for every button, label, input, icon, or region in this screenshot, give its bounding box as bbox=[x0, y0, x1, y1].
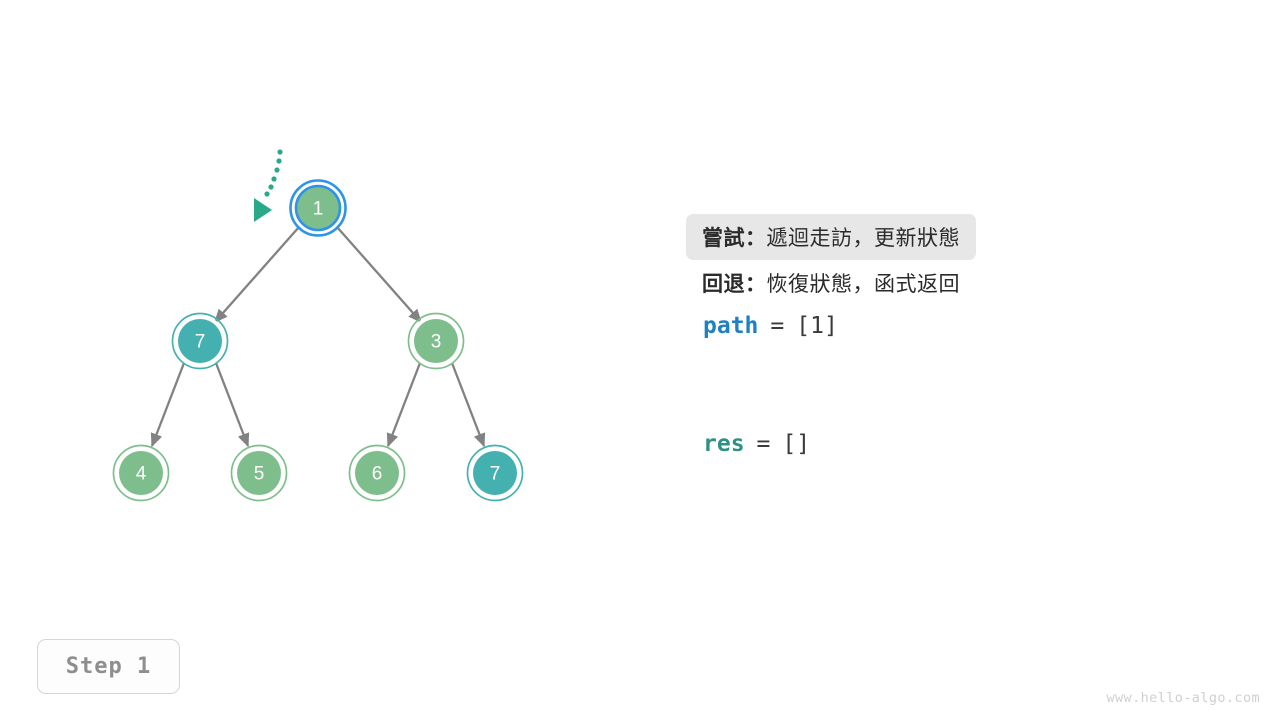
tree-node-2[interactable]: 7 bbox=[171, 312, 229, 370]
tree-node-label: 5 bbox=[254, 464, 265, 485]
hint-label-backtrack: 回退： bbox=[702, 273, 767, 296]
step-badge-label: Step 1 bbox=[65, 654, 152, 679]
info-panel: 嘗試： 遞迴走訪，更新狀態 回退： 恢復狀態，函式返回 path = [1] r… bbox=[686, 214, 1226, 464]
hint-row-backtrack: 回退： 恢復狀態，函式返回 bbox=[686, 260, 976, 306]
hint-text-try: 遞迴走訪，更新狀態 bbox=[766, 227, 960, 250]
watermark: www.hello-algo.com bbox=[1107, 690, 1261, 706]
hint-row-try: 嘗試： 遞迴走訪，更新狀態 bbox=[686, 214, 976, 260]
tree-node-6[interactable]: 6 bbox=[348, 444, 406, 502]
variable-value-path: [1] bbox=[796, 313, 838, 339]
panel-spacer bbox=[686, 346, 1226, 424]
tree-node-label: 7 bbox=[195, 332, 206, 353]
variable-equals: = bbox=[770, 313, 785, 339]
variable-equals: = bbox=[756, 431, 771, 457]
tree-edges bbox=[150, 226, 486, 448]
tree-node-label: 3 bbox=[431, 332, 442, 353]
tree-node-5[interactable]: 5 bbox=[230, 444, 288, 502]
tree-node-label: 1 bbox=[313, 199, 324, 220]
hint-label-try: 嘗試： bbox=[702, 227, 767, 250]
tree-edge bbox=[336, 226, 422, 324]
traversal-pointer-icon bbox=[254, 149, 283, 222]
hint-text-backtrack: 恢復狀態，函式返回 bbox=[766, 273, 960, 296]
tree-edge bbox=[450, 362, 486, 448]
tree-node-label: 7 bbox=[490, 464, 501, 485]
step-badge: Step 1 bbox=[37, 639, 180, 694]
tree-edge bbox=[386, 362, 422, 448]
tree-node-7[interactable]: 7 bbox=[466, 444, 524, 502]
variable-name-res: res bbox=[703, 431, 745, 457]
variable-name-path: path bbox=[703, 313, 759, 339]
tree-edge bbox=[150, 362, 186, 448]
tree-edge bbox=[214, 226, 300, 324]
watermark-text: www.hello-algo.com bbox=[1106, 690, 1260, 706]
variable-value-res: [] bbox=[782, 431, 811, 457]
tree-edge bbox=[214, 362, 250, 448]
variable-row-path: path = [1] bbox=[686, 306, 1226, 346]
tree-node-1[interactable]: 1 bbox=[289, 179, 347, 237]
binary-tree-graphic: 1 7 3 4 5 bbox=[112, 149, 524, 502]
tree-node-label: 4 bbox=[136, 464, 147, 485]
tree-node-4[interactable]: 4 bbox=[112, 444, 170, 502]
tree-node-label: 6 bbox=[372, 464, 383, 485]
tree-node-3[interactable]: 3 bbox=[407, 312, 465, 370]
variable-row-res: res = [] bbox=[686, 424, 1226, 464]
